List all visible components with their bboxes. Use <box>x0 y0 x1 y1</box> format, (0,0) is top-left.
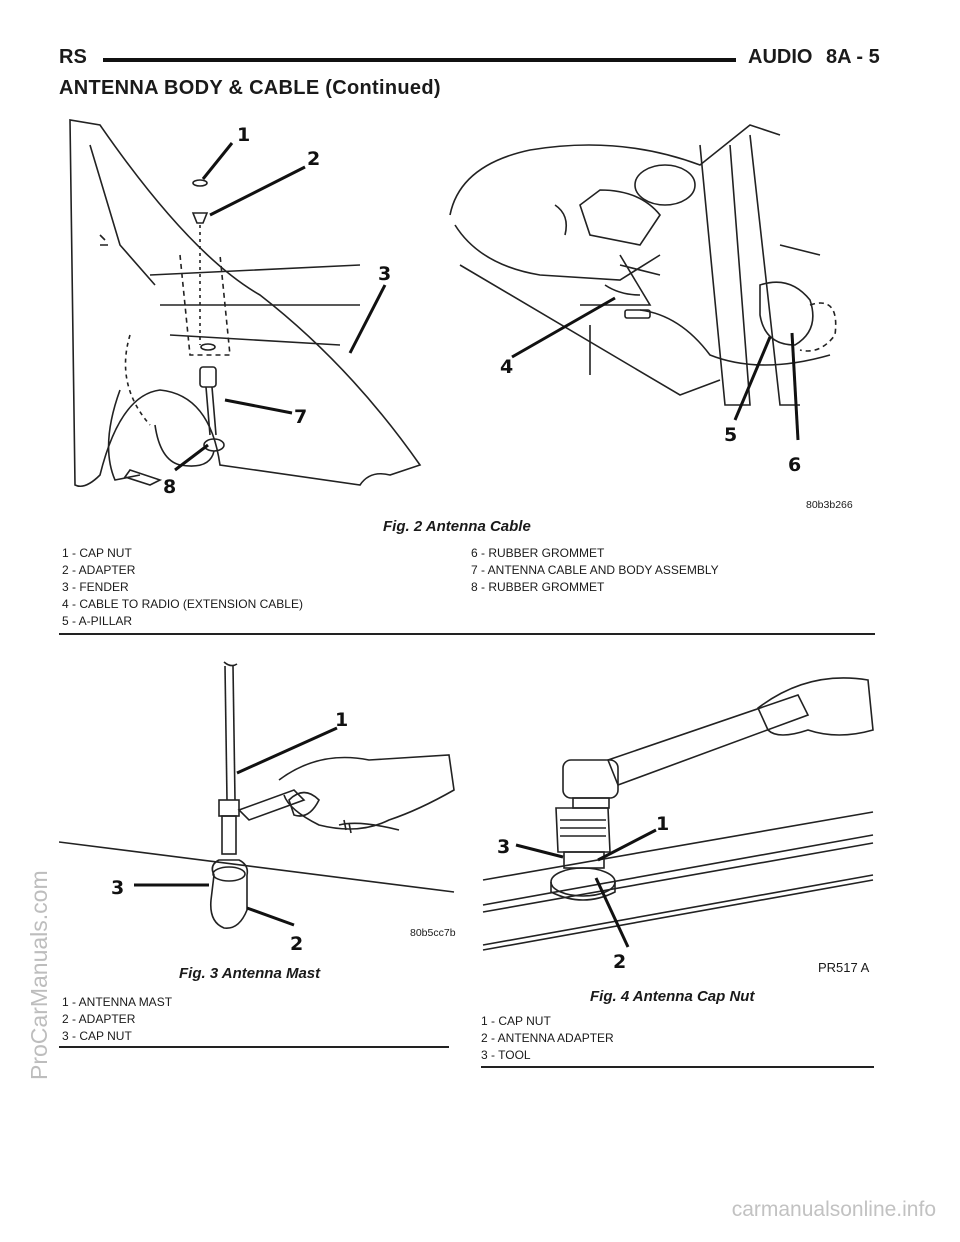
fig3-illustration <box>59 660 459 960</box>
fig2-callout-1: 1 <box>237 124 250 146</box>
fig4-caption: Fig. 4 Antenna Cap Nut <box>590 988 755 1005</box>
fig3-rule <box>59 1046 449 1048</box>
fig4-legend-item: 2 - ANTENNA ADAPTER <box>481 1031 614 1045</box>
fig3-callouts: 1 2 3 <box>111 709 348 955</box>
header-rule <box>103 58 736 62</box>
fig3-callout-1: 1 <box>335 709 348 731</box>
header-left: RS <box>59 46 87 68</box>
fig3-legend-item: 1 - ANTENNA MAST <box>62 995 173 1009</box>
fig4-legend-item: 1 - CAP NUT <box>481 1014 551 1028</box>
fig2-callout-6: 6 <box>788 454 801 476</box>
fig2-callout-2: 2 <box>307 148 320 170</box>
fig2-legend-item: 8 - RUBBER GROMMET <box>471 580 605 594</box>
fig3-legend-item: 3 - CAP NUT <box>62 1029 132 1043</box>
fig3-leader-lines <box>134 726 338 927</box>
fig2-legend-left: 1 - CAP NUT 2 - ADAPTER 3 - FENDER 4 - C… <box>62 545 303 630</box>
fig2-legend-right: 6 - RUBBER GROMMET 7 - ANTENNA CABLE AND… <box>471 545 719 596</box>
fig4-legend: 1 - CAP NUT 2 - ANTENNA ADAPTER 3 - TOOL <box>481 1013 614 1064</box>
fig4-image-id: PR517 A <box>818 960 870 975</box>
fig4-legend-item: 3 - TOOL <box>481 1048 531 1062</box>
fig2-callouts: 1 2 3 4 5 6 7 8 <box>163 124 801 498</box>
fig2-callout-4: 4 <box>500 356 513 378</box>
fig2-leader-lines <box>174 142 800 472</box>
fig2-rule <box>59 633 875 635</box>
fig2-legend-item: 1 - CAP NUT <box>62 546 132 560</box>
side-watermark-text: ProCarManuals.com <box>26 870 52 1080</box>
fig3-callout-3: 3 <box>111 877 124 899</box>
fig3-image-id: 80b5cc7b <box>410 927 456 939</box>
fig3-legend: 1 - ANTENNA MAST 2 - ADAPTER 3 - CAP NUT <box>62 994 172 1045</box>
fig2-caption: Fig. 2 Antenna Cable <box>383 518 531 535</box>
fig2-callout-3: 3 <box>378 263 391 285</box>
bottom-watermark: carmanualsonline.info <box>731 1198 936 1221</box>
fig2-legend-item: 2 - ADAPTER <box>62 563 136 577</box>
fig4-callout-3: 3 <box>497 836 510 858</box>
fig2-callout-8: 8 <box>163 476 176 498</box>
fig2-legend-item: 6 - RUBBER GROMMET <box>471 546 605 560</box>
fig2-legend-item: 7 - ANTENNA CABLE AND BODY ASSEMBLY <box>471 563 719 577</box>
fig2-legend-item: 3 - FENDER <box>62 580 129 594</box>
fig2-legend-item: 4 - CABLE TO RADIO (EXTENSION CABLE) <box>62 597 303 611</box>
fig4-callout-1: 1 <box>656 813 669 835</box>
header-page-number: 8A - 5 <box>826 46 880 68</box>
fig3-caption: Fig. 3 Antenna Mast <box>179 965 321 982</box>
fig3-callout-2: 2 <box>290 933 303 955</box>
fig4-illustration <box>478 660 878 975</box>
side-watermark: ProCarManuals.com <box>0 0 52 1242</box>
header-section: AUDIO <box>748 46 813 68</box>
fig2-callout-7: 7 <box>294 406 307 428</box>
fig3-legend-item: 2 - ADAPTER <box>62 1012 136 1026</box>
fig4-callout-2: 2 <box>613 951 626 973</box>
fig4-leader-lines <box>515 828 657 948</box>
fig4-callouts: 1 2 3 <box>497 813 669 973</box>
section-title: ANTENNA BODY & CABLE (Continued) <box>59 77 441 99</box>
fig2-image-id: 80b3b266 <box>806 499 853 511</box>
fig4-rule <box>481 1066 874 1068</box>
fig2-callout-5: 5 <box>724 424 737 446</box>
fig2-legend-item: 5 - A-PILLAR <box>62 614 133 628</box>
